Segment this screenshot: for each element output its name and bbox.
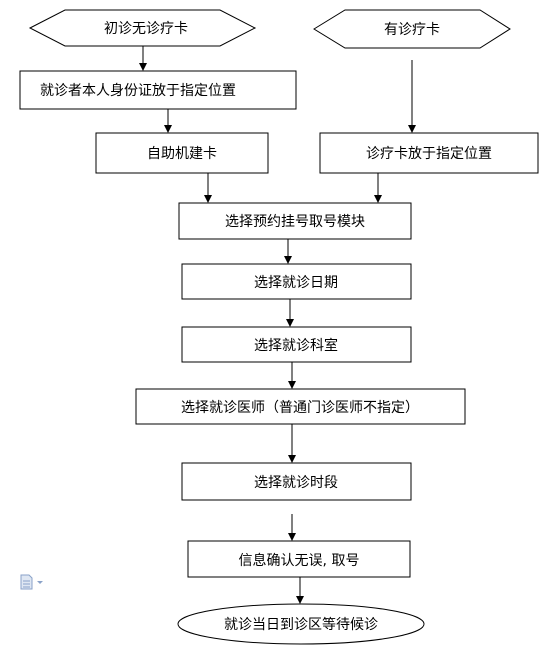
wait-at-clinic-node: 就诊当日到诊区等待候诊 [177, 603, 425, 645]
wait-at-clinic-label: 就诊当日到诊区等待候诊 [224, 616, 378, 633]
select-department-label: 选择就诊科室 [254, 337, 338, 354]
place-id-card-label: 就诊者本人身份证放于指定位置 [40, 83, 236, 99]
select-date-node: 选择就诊日期 [181, 263, 412, 300]
self-service-card-label: 自助机建卡 [147, 146, 217, 162]
select-appointment-module-label: 选择预约挂号取号模块 [225, 214, 365, 230]
select-department-node: 选择就诊科室 [181, 326, 412, 363]
place-clinic-card-label: 诊疗卡放于指定位置 [366, 146, 492, 162]
document-icon[interactable] [20, 574, 46, 590]
select-time-slot-label: 选择就诊时段 [254, 475, 338, 491]
select-appointment-module-node: 选择预约挂号取号模块 [178, 202, 412, 240]
start-has-card-node: 有诊疗卡 [313, 9, 511, 49]
select-doctor-node: 选择就诊医师（普通门诊医师不指定） [135, 388, 466, 425]
self-service-card-node: 自助机建卡 [95, 132, 269, 174]
select-doctor-label: 选择就诊医师（普通门诊医师不指定） [181, 400, 419, 416]
select-time-slot-node: 选择就诊时段 [181, 462, 412, 501]
start-new-patient-label: 初诊无诊疗卡 [104, 20, 188, 37]
confirm-info-node: 信息确认无误, 取号 [187, 540, 411, 578]
start-new-patient-node: 初诊无诊疗卡 [28, 9, 257, 47]
place-id-card-node: 就诊者本人身份证放于指定位置 [19, 70, 297, 110]
dropdown-arrow-icon [37, 581, 43, 584]
start-has-card-label: 有诊疗卡 [384, 22, 440, 38]
select-date-label: 选择就诊日期 [254, 275, 338, 291]
confirm-info-label: 信息确认无误, 取号 [239, 552, 360, 569]
place-clinic-card-node: 诊疗卡放于指定位置 [319, 132, 539, 174]
